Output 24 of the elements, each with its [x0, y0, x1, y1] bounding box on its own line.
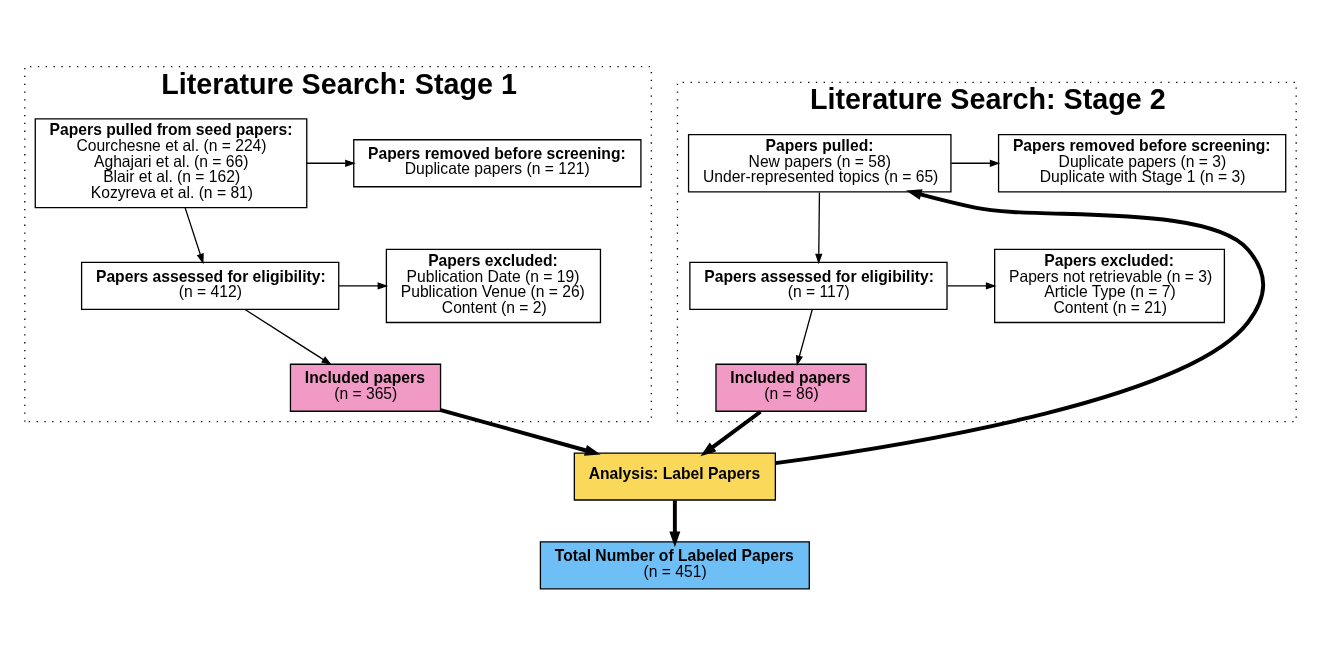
node-box: Analysis: Label Papers — [573, 452, 777, 501]
arrow — [815, 191, 823, 265]
node-box: Included papers (n = 86) — [715, 363, 867, 412]
node-box: Papers assessed for eligibility: (n = 412) — [80, 261, 340, 311]
arrow — [306, 159, 356, 167]
node-box: Papers removed before screening: Duplicate papers (n = 3) Duplicate with Stage 1 (n = 3) — [997, 133, 1287, 193]
arrow — [669, 500, 681, 548]
arrow — [700, 410, 762, 457]
arrow — [184, 207, 204, 265]
node-box: Papers pulled: New papers (n = 58) Under-represented topics (n = 65) — [687, 133, 952, 193]
arrow — [244, 308, 332, 365]
arrow — [946, 282, 997, 290]
node-box: Papers pulled from seed papers: Courchesne et al. (n = 224) Aghajari et al. (n = 66) Blair et al. (n = 162) Kozyreva et al. (n = 81) — [34, 118, 308, 209]
node-box: Papers excluded: Papers not retrievable (n = 3) Article Type (n = 7) Content (n = 21) — [994, 248, 1226, 324]
node-box: Total Number of Labeled Papers (n = 451) — [539, 541, 810, 590]
arrow — [338, 282, 389, 290]
node-box: Papers removed before screening: Duplicate papers (n = 121) — [353, 139, 642, 188]
arrow — [950, 159, 1001, 167]
arrow — [440, 408, 601, 456]
node-box: Papers assessed for eligibility: (n = 117) — [689, 261, 948, 311]
arrow — [795, 309, 813, 366]
node-box: Included papers (n = 365) — [289, 363, 442, 412]
arrow — [775, 189, 1266, 466]
node-box: Papers excluded: Publication Date (n = 19) Publication Venue (n = 26) Content (n = 2) — [385, 248, 602, 324]
